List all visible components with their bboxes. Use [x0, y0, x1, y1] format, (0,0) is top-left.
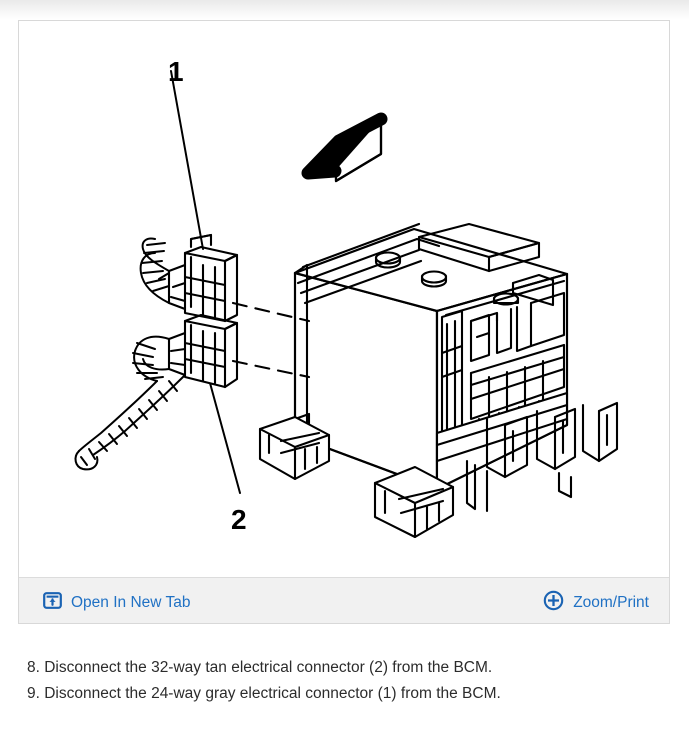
direction-arrow	[301, 112, 388, 183]
callout-label-2: 2	[231, 504, 247, 535]
open-in-new-tab-icon	[43, 591, 62, 614]
open-in-new-tab-button[interactable]: Open In New Tab	[43, 591, 190, 614]
image-viewer-footer-bar: Open In New Tab Zoom/Print	[19, 577, 669, 623]
alignment-dashed-line-upper	[231, 301, 311, 323]
page-top-gradient-strip	[0, 0, 689, 20]
alignment-dashed-line-lower	[231, 359, 311, 379]
technical-diagram: 1 2	[19, 21, 669, 577]
bcm-module	[293, 222, 569, 491]
image-viewer-panel: 1 2 Open In New Tab	[18, 20, 670, 624]
instruction-steps-list: 8. Disconnect the 32-way tan electrical …	[27, 655, 647, 707]
circle-plus-icon	[543, 590, 564, 615]
callout-label-1: 1	[168, 56, 184, 87]
wiring-harness	[74, 237, 186, 471]
callout-leader-line-1	[170, 70, 204, 250]
instruction-step-8: 8. Disconnect the 32-way tan electrical …	[27, 659, 493, 676]
instruction-step-9: 9. Disconnect the 24-way gray electrical…	[27, 685, 501, 702]
zoom-print-button[interactable]: Zoom/Print	[543, 590, 649, 615]
bcm-connector-diagram-svg: 1 2	[19, 21, 669, 577]
connector-lower-tan	[167, 313, 239, 389]
connector-upper-gray	[157, 233, 239, 323]
zoom-print-label: Zoom/Print	[573, 593, 649, 611]
open-in-new-tab-label: Open In New Tab	[71, 593, 191, 611]
bcm-mounting-brackets	[258, 401, 619, 539]
